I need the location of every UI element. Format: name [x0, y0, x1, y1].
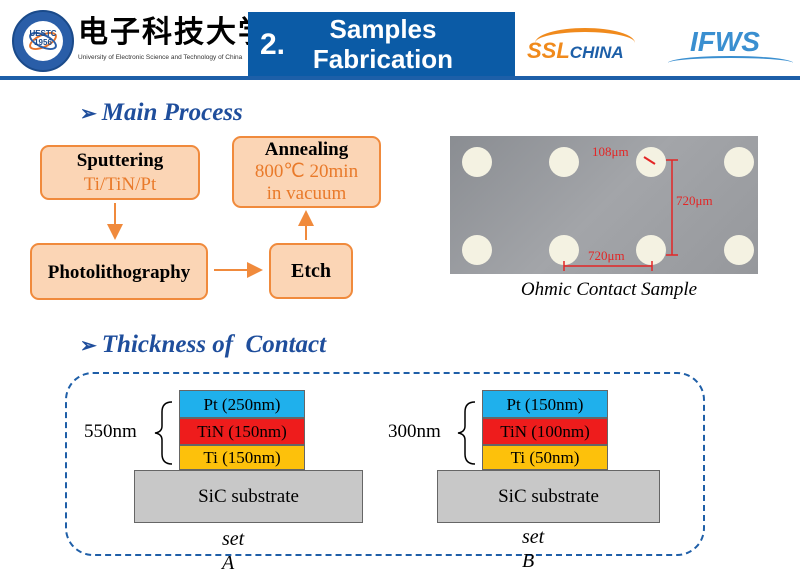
sputtering-step: Sputtering Ti/TiN/Pt — [40, 145, 200, 200]
thickness-dashed-frame — [65, 372, 705, 556]
annealing-step: Annealing 800℃ 20min in vacuum — [232, 136, 381, 208]
thickness-heading: ➢ Thickness of Contact — [80, 331, 326, 359]
main-process-heading: ➢ Main Process — [80, 99, 243, 127]
annealing-detail-2: in vacuum — [266, 183, 347, 204]
section-number: 2. — [260, 28, 286, 61]
university-name-cn: 电子科技大学 — [78, 16, 270, 49]
set-b-ti-layer: Ti (50nm) — [482, 445, 608, 470]
set-a-pt-layer: Pt (250nm) — [179, 390, 305, 418]
set-b-brace — [457, 401, 476, 465]
set-a-ti-layer: Ti (150nm) — [179, 445, 305, 470]
sslchina-logo: SSLCHINA — [527, 28, 667, 68]
slide-title-line1: Samples — [329, 14, 437, 44]
sample-caption: Ohmic Contact Sample — [520, 279, 698, 300]
university-logo: UESTC 1956 — [12, 10, 74, 72]
arrow-bullet-icon: ➢ — [80, 103, 102, 125]
set-b-substrate: SiC substrate — [437, 470, 660, 523]
ifws-logo: IFWS — [690, 26, 760, 57]
ohmic-contact-micrograph: 108μm 720μm 720μm — [450, 136, 758, 274]
etch-step: Etch — [269, 243, 353, 299]
vertical-pitch-label: 720μm — [676, 193, 713, 208]
slide-title-line2: Fabrication — [312, 44, 454, 74]
photolithography-title: Photolithography — [47, 262, 191, 283]
slide-title-banner: 2. Samples Fabrication — [248, 12, 515, 78]
set-b-pt-layer: Pt (150nm) — [482, 390, 608, 418]
ifws-swoosh — [668, 56, 793, 70]
set-a-tin-layer: TiN (150nm) — [179, 418, 305, 445]
set-a-brace — [154, 401, 173, 465]
set-a-substrate: SiC substrate — [134, 470, 363, 523]
set-b-tin-layer: TiN (100nm) — [482, 418, 608, 445]
set-a-label: set A — [222, 528, 245, 574]
set-a-total-thickness: 550nm — [84, 421, 137, 442]
photolithography-step: Photolithography — [30, 243, 208, 300]
diameter-label: 108μm — [592, 144, 629, 159]
annealing-title: Annealing — [264, 139, 349, 160]
thickness-heading-text: Thickness of Contact — [101, 331, 327, 358]
annealing-detail-1: 800℃ 20min — [254, 161, 359, 182]
horizontal-pitch-label: 720μm — [588, 248, 625, 263]
header-divider — [0, 76, 800, 80]
sputtering-title: Sputtering — [76, 150, 164, 171]
sputtering-detail: Ti/TiN/Pt — [83, 174, 157, 195]
main-process-heading-text: Main Process — [101, 99, 243, 126]
etch-title: Etch — [291, 260, 331, 282]
set-b-total-thickness: 300nm — [388, 421, 441, 442]
arrow-bullet-icon: ➢ — [80, 335, 102, 357]
university-logo-text: UESTC 1956 — [29, 29, 57, 47]
university-name-en: University of Electronic Science and Tec… — [78, 54, 243, 61]
